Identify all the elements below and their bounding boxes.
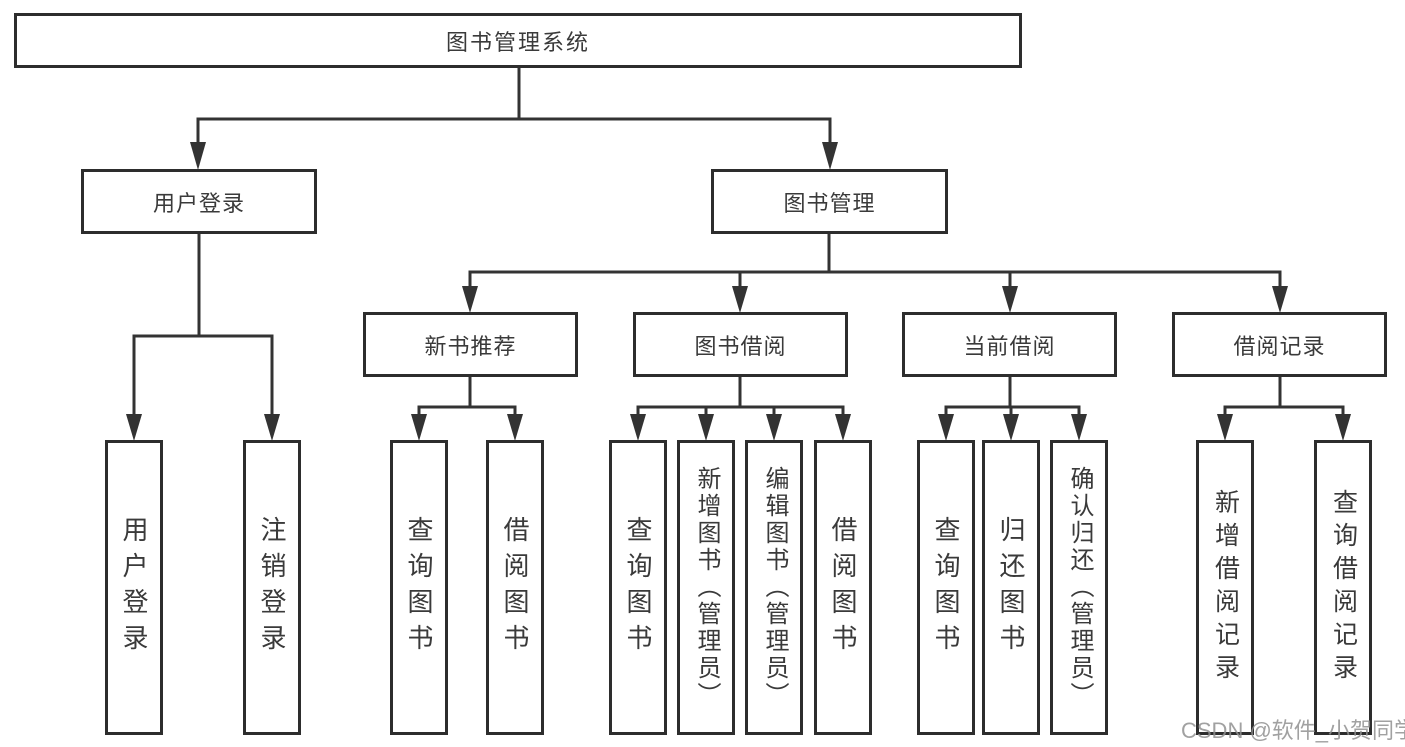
- leaf-label: 借阅图书: [500, 515, 530, 660]
- leaf-logout: 注销登录: [243, 440, 301, 735]
- arrowhead-icon: [1003, 414, 1019, 441]
- node-borrow-records: 借阅记录: [1172, 312, 1387, 377]
- node-label: 当前借阅: [963, 333, 1056, 359]
- leaf-label: 注销登录: [257, 515, 287, 660]
- leaf-label: 查询图书: [404, 515, 434, 660]
- arrowhead-icon: [264, 414, 280, 441]
- node-label: 图书管理: [783, 190, 876, 216]
- node-user-login: 用户登录: [81, 169, 317, 234]
- node-label: 图书管理系统: [445, 29, 590, 55]
- arrowhead-icon: [1217, 414, 1233, 441]
- leaf-borrow-books: 借阅图书: [814, 440, 872, 735]
- arrowhead-icon: [1002, 286, 1018, 313]
- leaf-query-books-recommend: 查询图书: [390, 440, 448, 735]
- arrowhead-icon: [822, 142, 838, 170]
- arrowhead-icon: [732, 286, 748, 313]
- arrowhead-icon: [766, 414, 782, 441]
- node-current-borrow: 当前借阅: [902, 312, 1117, 377]
- leaf-label: 编辑图书（管理员）: [761, 466, 788, 709]
- leaf-user-login: 用户登录: [105, 440, 163, 735]
- leaf-label: 归还图书: [996, 515, 1026, 660]
- node-label: 借阅记录: [1233, 333, 1326, 359]
- leaf-label: 查询图书: [931, 515, 961, 660]
- leaf-add-book-admin: 新增图书（管理员）: [677, 440, 735, 735]
- leaf-edit-book-admin: 编辑图书（管理员）: [745, 440, 803, 735]
- arrowhead-icon: [462, 286, 478, 313]
- leaf-label: 新增借阅记录: [1211, 488, 1240, 687]
- leaf-add-borrow-record: 新增借阅记录: [1196, 440, 1254, 735]
- arrowhead-icon: [126, 414, 142, 441]
- leaf-borrow-books-recommend: 借阅图书: [486, 440, 544, 735]
- arrowhead-icon: [190, 142, 206, 170]
- arrowhead-icon: [938, 414, 954, 441]
- leaf-label: 新增图书（管理员）: [693, 466, 720, 709]
- leaf-label: 用户登录: [119, 515, 149, 660]
- node-label: 图书借阅: [694, 333, 787, 359]
- arrowhead-icon: [1272, 286, 1288, 313]
- leaf-confirm-return-admin: 确认归还（管理员）: [1050, 440, 1108, 735]
- arrowhead-icon: [1335, 414, 1351, 441]
- node-label: 新书推荐: [424, 333, 517, 359]
- arrowhead-icon: [507, 414, 523, 441]
- leaf-label: 确认归还（管理员）: [1066, 466, 1093, 709]
- arrowhead-icon: [1071, 414, 1087, 441]
- node-new-book-recommend: 新书推荐: [363, 312, 578, 377]
- leaf-query-borrow-record: 查询借阅记录: [1314, 440, 1372, 735]
- arrowhead-icon: [411, 414, 427, 441]
- leaf-label: 查询图书: [623, 515, 653, 660]
- leaf-label: 查询借阅记录: [1329, 488, 1358, 687]
- leaf-query-books-current: 查询图书: [917, 440, 975, 735]
- leaf-query-books-borrow: 查询图书: [609, 440, 667, 735]
- leaf-return-books: 归还图书: [982, 440, 1040, 735]
- node-label: 用户登录: [152, 190, 245, 216]
- watermark: CSDN @软件_小贺同学: [1181, 718, 1405, 743]
- leaf-label: 借阅图书: [828, 515, 858, 660]
- node-book-borrow: 图书借阅: [633, 312, 848, 377]
- arrowhead-icon: [630, 414, 646, 441]
- node-root: 图书管理系统: [14, 13, 1022, 68]
- arrowhead-icon: [698, 414, 714, 441]
- node-book-management: 图书管理: [711, 169, 948, 234]
- arrowheads: [126, 142, 1351, 441]
- arrowhead-icon: [835, 414, 851, 441]
